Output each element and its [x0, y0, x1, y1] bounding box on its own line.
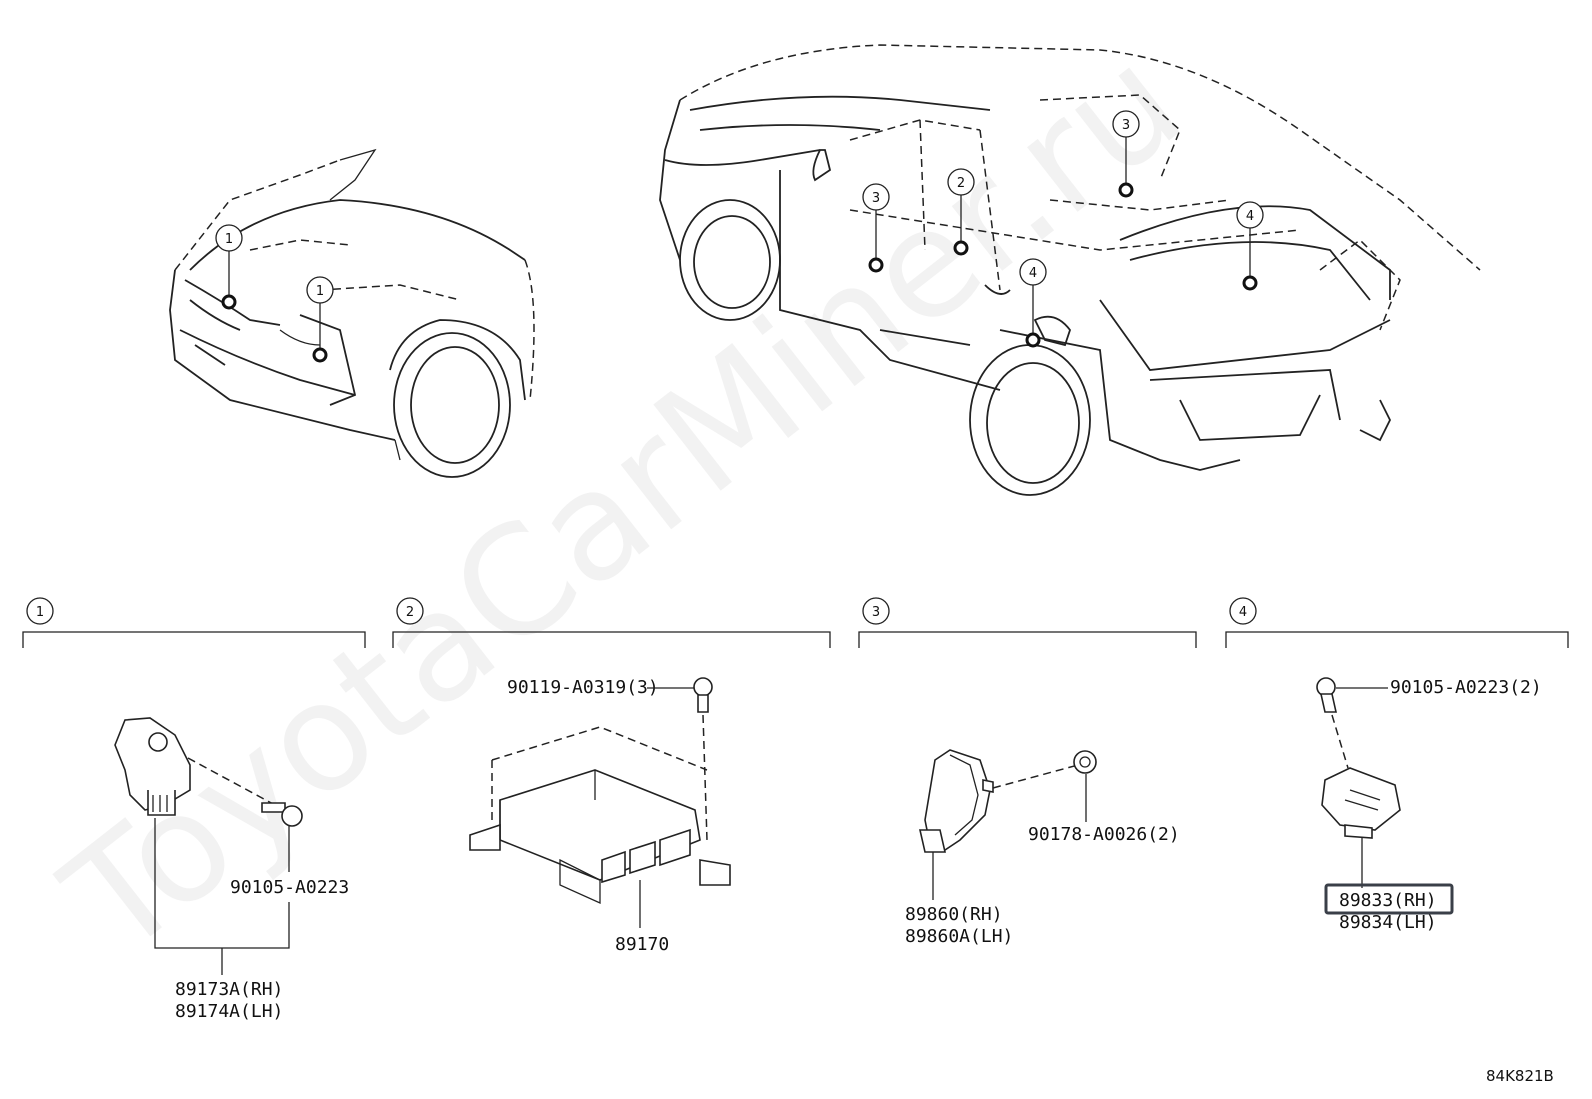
airbag-control-module-part [469, 769, 731, 905]
svg-text:2: 2 [406, 605, 414, 620]
front-callout-1b: 1 [306, 276, 334, 363]
svg-text:1: 1 [225, 232, 233, 247]
part-label-89174a-lh: 89174A(LH) [175, 1001, 283, 1022]
svg-text:4: 4 [1239, 605, 1247, 620]
svg-text:1: 1 [316, 284, 324, 299]
part-label-90105-a0223-x2: 90105-A0223(2) [1390, 677, 1542, 698]
rear-callout-3a: 3 [862, 183, 890, 273]
section-4-number-badge [1229, 597, 1257, 625]
section-4: 4 90105-A0223(2) 89833(RH) 89834(LH) [1225, 597, 1569, 933]
rear-vehicle-illustration [659, 44, 1481, 496]
part-label-89173a-rh: 89173A(RH) [175, 979, 283, 1000]
front-vehicle-illustration [169, 148, 535, 478]
front-airbag-sensor-part [114, 717, 191, 816]
section-2: 2 90119-A0319(3) 89170 [392, 597, 831, 955]
part-label-89860a-lh: 89860A(LH) [905, 926, 1013, 947]
svg-text:4: 4 [1246, 209, 1254, 224]
bolt-90105-a0223-x2 [1316, 677, 1337, 713]
side-airbag-sensor-part [918, 749, 994, 853]
part-label-89833-rh: 89833(RH) [1339, 890, 1437, 911]
rear-airbag-sensor-part [1321, 767, 1401, 839]
highlight-box-89833 [1324, 883, 1454, 915]
svg-text:4: 4 [1029, 266, 1037, 281]
rear-callout-4b: 4 [1236, 201, 1264, 291]
section-3-number-badge [862, 597, 890, 625]
part-label-89860-rh: 89860(RH) [905, 904, 1003, 925]
svg-text:3: 3 [872, 191, 880, 206]
svg-text:2: 2 [957, 176, 965, 191]
bolt-90119-a0319 [693, 677, 713, 713]
svg-text:1: 1 [36, 605, 44, 620]
bolt-90178-a0026 [1073, 750, 1097, 774]
section-2-number-badge [396, 597, 424, 625]
part-label-90178-a0026: 90178-A0026(2) [1028, 824, 1180, 845]
part-label-89834-lh: 89834(LH) [1339, 912, 1437, 933]
section-1-number-badge [26, 597, 54, 625]
svg-text:3: 3 [872, 605, 880, 620]
part-label-90105-a0223: 90105-A0223 [230, 877, 349, 898]
rear-callout-2: 2 [947, 168, 975, 256]
bolt-90105-a0223 [261, 802, 303, 827]
part-label-89170: 89170 [615, 934, 669, 955]
section-1: 1 90105-A0223 89173A(RH) 89174A(LH) [22, 597, 366, 1022]
rear-callout-3b: 3 [1112, 110, 1140, 198]
rear-callout-4a: 4 [1019, 258, 1047, 348]
part-label-90119-a0319: 90119-A0319(3) [507, 677, 659, 698]
svg-text:3: 3 [1122, 118, 1130, 133]
diagram-code: 84K821B [1486, 1067, 1554, 1085]
front-callout-1a: 1 [215, 224, 243, 310]
section-3: 3 90178-A0026(2) 89860(RH) 89860A(LH) [858, 597, 1197, 947]
